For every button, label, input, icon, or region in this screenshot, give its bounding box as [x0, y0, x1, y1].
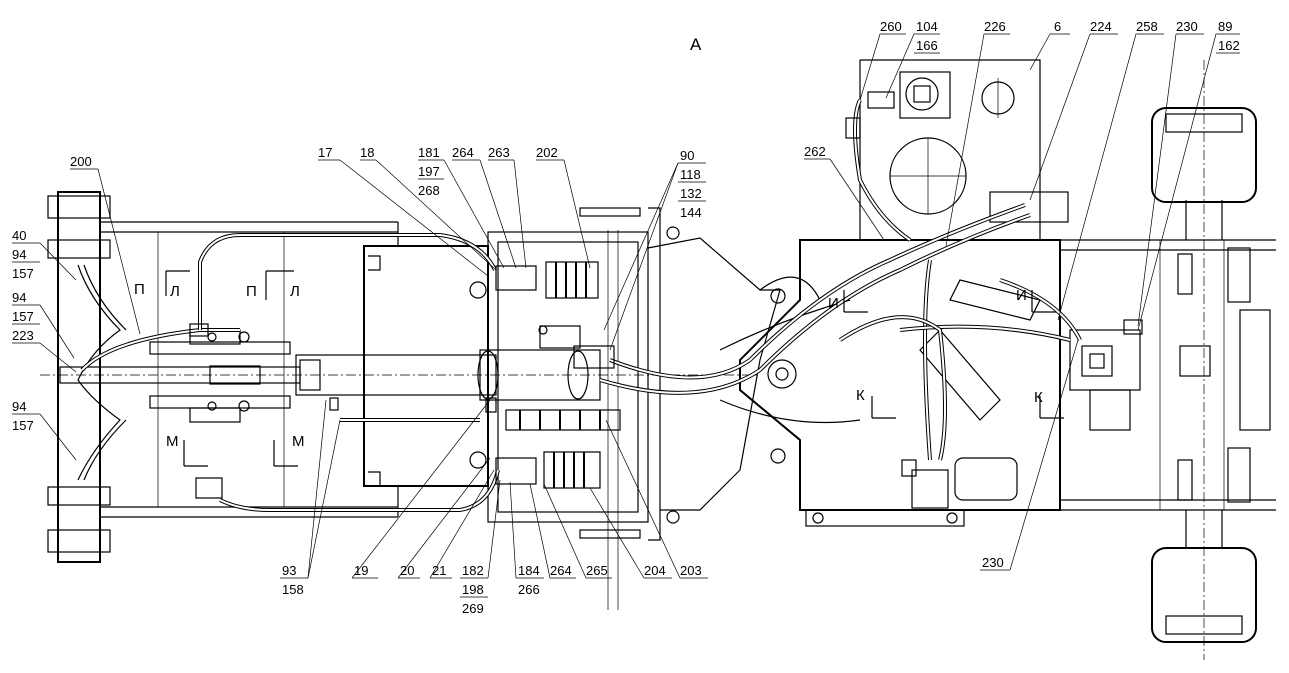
callout-264-bottom: 264 [550, 563, 572, 578]
view-label: А [690, 35, 702, 54]
section-mark-m-left: М [166, 433, 179, 450]
callout-226: 226 [984, 19, 1006, 34]
callout-132: 132 [680, 186, 702, 201]
hydraulic-hoses [80, 99, 1082, 512]
left-frame [40, 191, 760, 563]
callout-94-c: 94 [12, 399, 26, 414]
callout-157-a: 157 [12, 266, 34, 281]
callout-266: 266 [518, 582, 540, 597]
callout-166: 166 [916, 38, 938, 53]
section-mark-l-right: Л [290, 283, 300, 300]
callout-94-b: 94 [12, 290, 26, 305]
section-mark-k-right: К [1034, 389, 1043, 406]
articulation-link [647, 237, 861, 511]
callout-262: 262 [804, 144, 826, 159]
callout-230-bottom: 230 [982, 555, 1004, 570]
section-mark-p-right: П [246, 283, 257, 300]
callout-157-c: 157 [12, 418, 34, 433]
callout-17: 17 [318, 145, 332, 160]
callouts-left: 40 94 157 94 157 223 94 157 200 17 18 18… [12, 145, 591, 461]
callout-260: 260 [880, 19, 902, 34]
section-mark-l-left: Л [170, 283, 180, 300]
callout-198: 198 [462, 582, 484, 597]
callout-18: 18 [360, 145, 374, 160]
section-mark-p-left: П [134, 281, 145, 298]
section-mark-i-left: И [828, 295, 839, 312]
callout-93: 93 [282, 563, 296, 578]
callout-197: 197 [418, 164, 440, 179]
callout-21: 21 [432, 563, 446, 578]
callout-269: 269 [462, 601, 484, 616]
callout-224: 224 [1090, 19, 1112, 34]
callout-118: 118 [680, 167, 701, 182]
callout-182: 182 [462, 563, 484, 578]
callout-223: 223 [12, 328, 34, 343]
callout-40: 40 [12, 228, 26, 243]
callout-265: 265 [586, 563, 608, 578]
section-marks: П Л П Л М М И И К К [134, 270, 1064, 467]
callouts-top: 90 118 132 144 262 260 104 166 226 6 224… [603, 19, 1240, 351]
steering-cylinders [901, 279, 1211, 509]
callout-258: 258 [1136, 19, 1158, 34]
callout-89: 89 [1218, 19, 1232, 34]
hose-sleeves [189, 91, 1143, 499]
callout-264-top: 264 [452, 145, 474, 160]
callout-268: 268 [418, 183, 440, 198]
callout-144: 144 [680, 205, 702, 220]
callout-20: 20 [400, 563, 414, 578]
callout-184: 184 [518, 563, 540, 578]
section-mark-m-right: М [292, 433, 305, 450]
callout-158: 158 [282, 582, 304, 597]
callout-204: 204 [644, 563, 666, 578]
callout-203: 203 [680, 563, 702, 578]
callout-6: 6 [1054, 19, 1061, 34]
callout-19: 19 [354, 563, 368, 578]
callout-90: 90 [680, 148, 694, 163]
main-cylinder [295, 349, 601, 413]
center-housing [363, 207, 680, 610]
callout-157-b: 157 [12, 309, 34, 324]
section-mark-i-right: И [1016, 287, 1027, 304]
callout-263: 263 [488, 145, 510, 160]
right-frame [739, 59, 1276, 527]
front-axle [1151, 60, 1257, 660]
callout-202: 202 [536, 145, 558, 160]
callouts-bottom: 93 158 19 20 21 182 198 269 184 266 264 … [280, 339, 1079, 616]
callout-181: 181 [418, 145, 440, 160]
callout-162: 162 [1218, 38, 1240, 53]
callout-94-a: 94 [12, 247, 26, 262]
callout-104: 104 [916, 19, 938, 34]
callout-200: 200 [70, 154, 92, 169]
callout-230-top: 230 [1176, 19, 1198, 34]
section-mark-k-left: К [856, 387, 865, 404]
